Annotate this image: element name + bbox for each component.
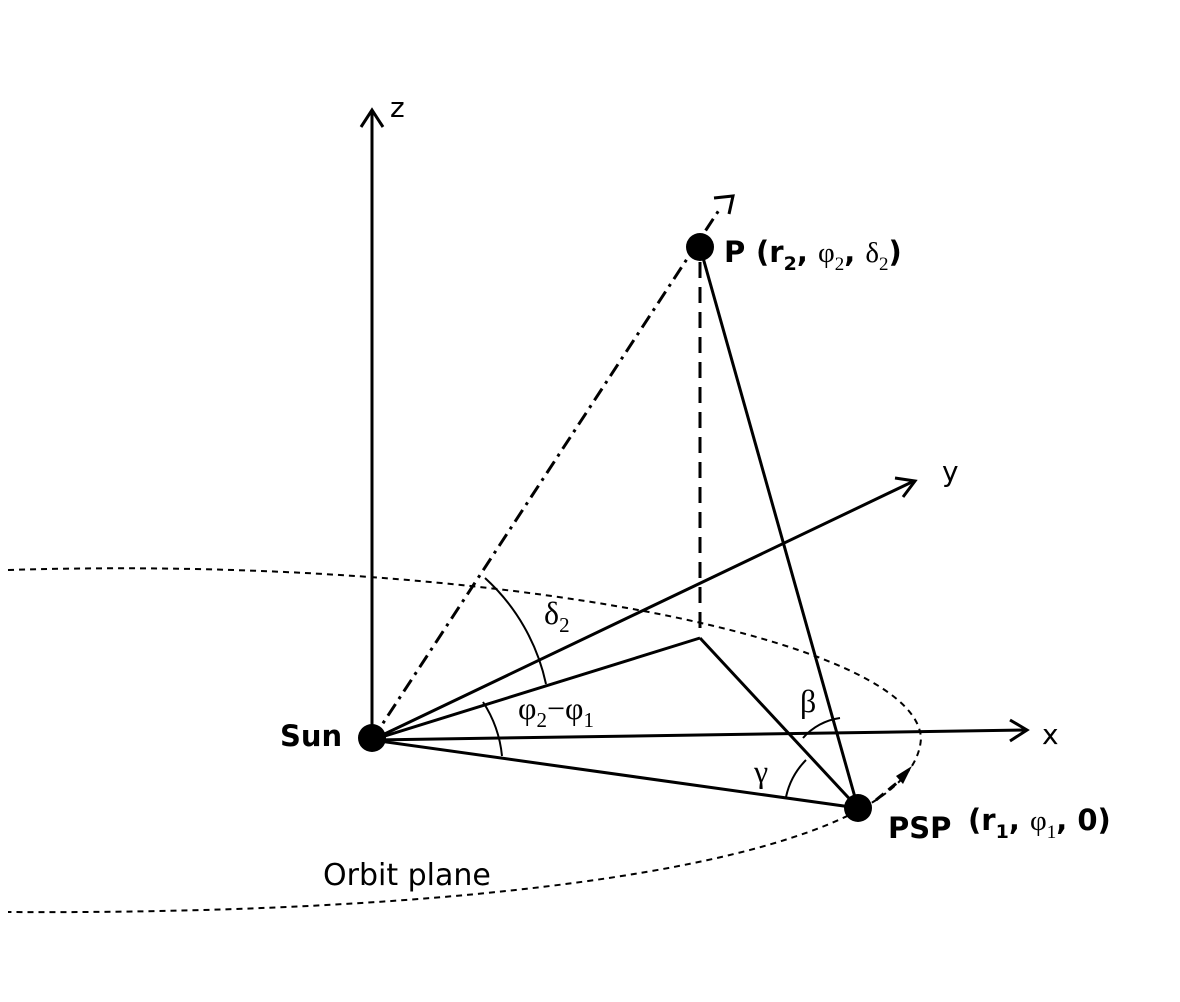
sun-point: [358, 724, 386, 752]
z-axis-arrowhead: [359, 107, 385, 128]
orbit-direction-arrowhead: [896, 766, 912, 784]
psp-label: PSP: [888, 811, 951, 845]
p-coordinates: (r2, φ2, δ2): [756, 235, 902, 275]
delta2-angle-label: δ2: [544, 595, 570, 637]
y-axis-label: y: [942, 455, 959, 488]
sun-to-p-arrowhead: [713, 194, 735, 215]
p-point: [686, 233, 714, 261]
orbit-plane-label: Orbit plane: [323, 858, 491, 893]
psp-point: [844, 794, 872, 822]
y-axis-arrowhead: [894, 476, 918, 498]
sun-to-psp-line: [371, 738, 859, 810]
beta-angle-label: β: [800, 683, 816, 719]
sun-label: Sun: [280, 719, 342, 753]
z-axis-label: z: [390, 91, 405, 124]
gamma-angle-label: γ: [753, 753, 768, 789]
phi-diff-angle-label: φ2−φ1: [518, 690, 594, 732]
gamma-angle-arc: [785, 759, 807, 798]
phi-diff-angle-arc: [482, 701, 503, 757]
x-axis-arrowhead: [1009, 718, 1030, 743]
projection-to-psp-line: [698, 636, 860, 810]
p-to-psp-line: [698, 246, 860, 809]
beta-angle-arc: [802, 717, 841, 739]
x-axis-label: x: [1042, 718, 1059, 751]
p-label: P: [724, 235, 745, 269]
orbit-direction-dash: [875, 780, 899, 802]
sun-to-p-dashdot-line: [370, 206, 723, 741]
delta2-angle-arc: [484, 577, 547, 685]
sun-to-projection-line: [371, 636, 701, 742]
psp-coordinates: (r1, φ1, 0): [968, 803, 1111, 843]
y-axis: [371, 479, 915, 742]
x-axis: [371, 728, 1027, 742]
